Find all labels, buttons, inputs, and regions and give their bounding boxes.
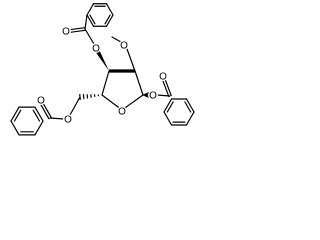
carbonyl-double-bond bbox=[40, 104, 50, 120]
benzene-ring bbox=[89, 14, 96, 25]
atom-label-o-ester-top: O bbox=[92, 44, 100, 55]
benzene-ring bbox=[163, 111, 173, 126]
atom-background bbox=[158, 71, 168, 81]
atom-label-o-methoxy: O bbox=[120, 41, 128, 52]
ring-bond-bold bbox=[109, 69, 135, 73]
benzene-ring bbox=[32, 109, 41, 122]
atom-background bbox=[91, 43, 101, 53]
carbonyl-double-bond bbox=[164, 78, 172, 97]
benzene-ring bbox=[13, 109, 22, 122]
benzene-ring bbox=[105, 14, 114, 27]
carbonyl-double-bond bbox=[42, 102, 52, 118]
carbonyl-double-bond bbox=[69, 29, 86, 33]
ring-bond bbox=[134, 70, 144, 96]
ester-bond bbox=[156, 94, 171, 97]
atom-background bbox=[63, 114, 73, 124]
atom-label-o-ring: O bbox=[118, 107, 126, 118]
benzene-ring bbox=[185, 98, 195, 113]
benzene-ring bbox=[86, 14, 95, 27]
wedge-bond bbox=[96, 50, 109, 71]
atom-background bbox=[148, 90, 158, 100]
carbonyl-double-bond bbox=[162, 79, 170, 98]
bond-lines bbox=[10, 3, 195, 136]
atom-background bbox=[61, 26, 71, 36]
benzene-ring bbox=[34, 120, 44, 136]
atom-label-o-ester-right: O bbox=[149, 91, 157, 102]
ester-bond bbox=[49, 117, 65, 120]
methyl-bond bbox=[111, 36, 122, 43]
benzene-ring bbox=[105, 3, 114, 16]
benzene-ring bbox=[166, 101, 174, 113]
atom-background bbox=[36, 95, 46, 105]
atom-label-o-ester-left: O bbox=[64, 115, 72, 126]
atom-label-o-carbonyl-right: O bbox=[159, 72, 167, 83]
benzene-ring bbox=[163, 98, 173, 113]
ester-bond bbox=[84, 28, 95, 45]
ch2-o-bond bbox=[69, 96, 81, 116]
benzene-ring bbox=[10, 106, 20, 122]
benzene-ring bbox=[185, 111, 195, 126]
atom-label-o-carbonyl-left: O bbox=[37, 96, 45, 107]
methoxy-bond bbox=[126, 48, 136, 72]
benzene-ring bbox=[184, 101, 192, 113]
benzene-ring bbox=[10, 120, 20, 136]
atom-background bbox=[119, 40, 129, 50]
benzene-ring bbox=[86, 3, 95, 16]
aryl-bond bbox=[84, 14, 88, 30]
atom-background bbox=[117, 106, 127, 116]
benzene-ring bbox=[104, 14, 111, 25]
ring-bond bbox=[101, 70, 110, 96]
carbonyl-double-bond bbox=[69, 27, 86, 31]
atom-label-o-carbonyl-top: O bbox=[62, 27, 70, 38]
benzene-ring bbox=[34, 106, 44, 122]
